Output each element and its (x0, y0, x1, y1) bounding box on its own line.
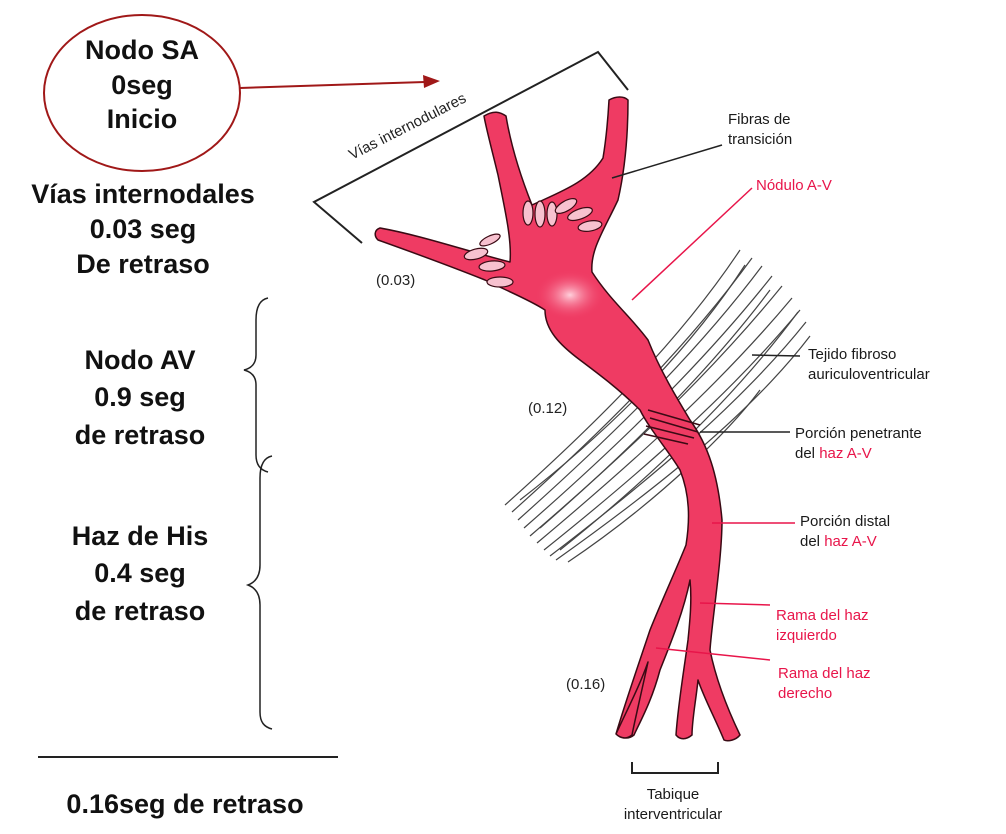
rama-derecho-label: Rama del haz derecho (778, 664, 871, 703)
tabique-label: Tabique interventricular (598, 785, 748, 824)
tejido-line-2: auriculoventricular (808, 365, 930, 385)
distal-haz: haz A-V (824, 533, 877, 550)
penetrante-line-2: del haz A-V (795, 444, 922, 464)
conduction-system (375, 97, 740, 741)
rama-der-line-1: Rama del haz (778, 664, 871, 684)
nodulo-av-label: Nódulo A-V (756, 176, 832, 196)
internodal-name: Vías internodales (0, 177, 286, 212)
porcion-distal-label: Porción distal del haz A-V (800, 512, 890, 551)
time-0-03: (0.03) (376, 272, 415, 289)
tejido-line-1: Tejido fibroso (808, 345, 930, 365)
rama-izq-line-1: Rama del haz (776, 606, 869, 626)
rama-izq-line-2: izquierdo (776, 626, 869, 646)
sa-node-name: Nodo SA (62, 33, 222, 68)
rama-der-line-2: derecho (778, 684, 871, 704)
his-delay: de retraso (30, 593, 250, 630)
penetrante-line-1: Porción penetrante (795, 424, 922, 444)
fibras-line-2: transición (728, 130, 792, 150)
septum-bracket (632, 762, 718, 773)
rama-izquierdo-label: Rama del haz izquierdo (776, 606, 869, 645)
fibras-transicion-label: Fibras de transición (728, 110, 792, 149)
fibras-line-1: Fibras de (728, 110, 792, 130)
av-node-delay: de retraso (30, 417, 250, 454)
total-text: 0.16seg de retraso (20, 788, 350, 822)
sa-arrow-head (423, 75, 440, 88)
av-node-time: 0.9 seg (30, 379, 250, 416)
distal-line-1: Porción distal (800, 512, 890, 532)
penetrante-haz: haz A-V (819, 445, 872, 462)
internodal-text: Vías internodales 0.03 seg De retraso (0, 177, 286, 282)
internodal-delay: De retraso (0, 247, 286, 282)
sa-arrow-line (240, 82, 425, 88)
tejido-fibroso-label: Tejido fibroso auriculoventricular (808, 345, 930, 384)
porcion-penetrante-label: Porción penetrante del haz A-V (795, 424, 922, 463)
distal-del: del (800, 533, 824, 550)
his-name: Haz de His (30, 518, 250, 555)
av-node-name: Nodo AV (30, 342, 250, 379)
internodal-time: 0.03 seg (0, 212, 286, 247)
av-node-glow (535, 270, 605, 320)
sa-node-start: Inicio (62, 102, 222, 137)
tabique-line-1: Tabique (598, 785, 748, 805)
distal-line-2: del haz A-V (800, 532, 890, 552)
his-time: 0.4 seg (30, 555, 250, 592)
time-0-12: (0.12) (528, 400, 567, 417)
tabique-line-2: interventricular (598, 805, 748, 825)
sa-node-time: 0seg (62, 68, 222, 103)
brace-his (248, 456, 272, 729)
sa-node-text: Nodo SA 0seg Inicio (62, 33, 222, 137)
time-0-16: (0.16) (566, 676, 605, 693)
his-text: Haz de His 0.4 seg de retraso (30, 518, 250, 630)
av-node-text: Nodo AV 0.9 seg de retraso (30, 342, 250, 454)
penetrante-del: del (795, 445, 819, 462)
